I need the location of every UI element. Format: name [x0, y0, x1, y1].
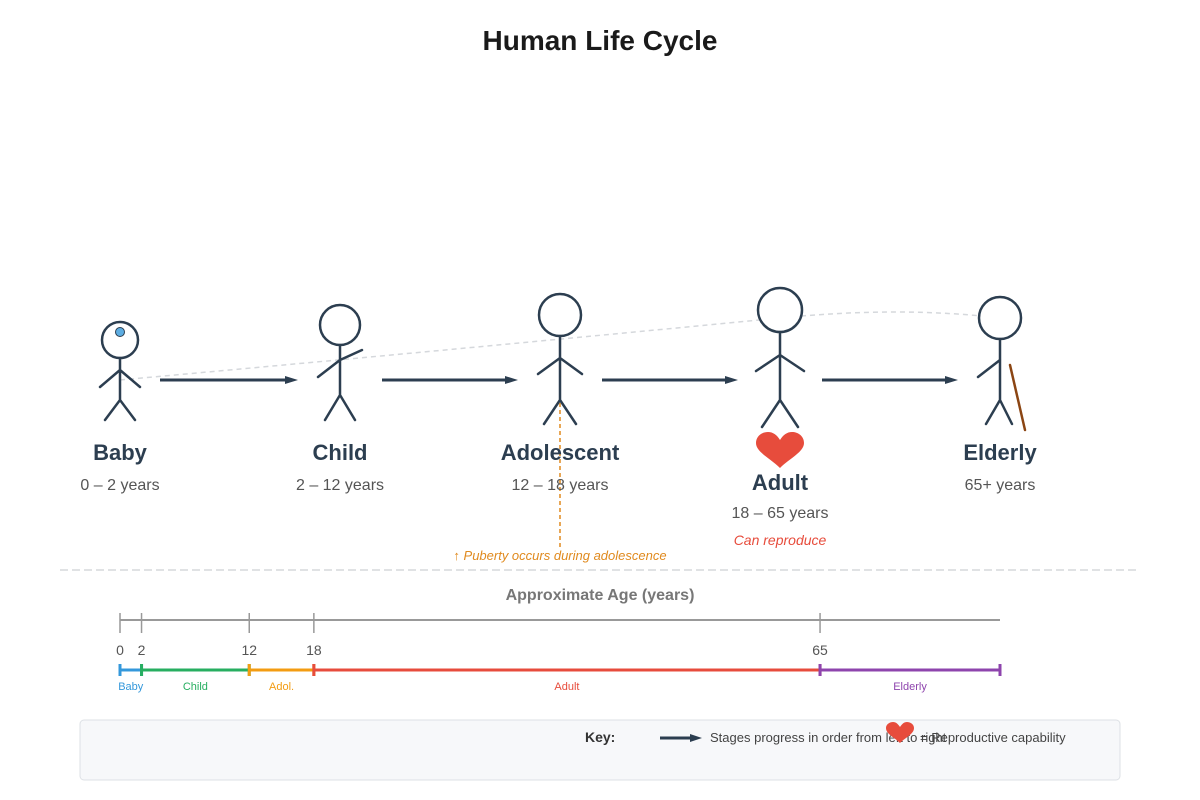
timeline-segment-label: Baby — [118, 681, 144, 693]
stage-name-child: Child — [313, 440, 368, 465]
page-title: Human Life Cycle — [483, 25, 718, 56]
key-title: Key: — [585, 729, 615, 745]
stage-timeline-bar: Baby Child Adol. Adult Elderly — [118, 664, 1002, 693]
age-tick-label: 65 — [812, 642, 828, 658]
right-arrow-icon — [602, 376, 738, 384]
stage-age-child: 2 – 12 years — [296, 477, 384, 494]
timeline-segment-label: Elderly — [893, 681, 927, 693]
stage-name-adult: Adult — [752, 470, 809, 495]
right-arrow-icon — [660, 734, 702, 742]
reproduce-note: Can reproduce — [734, 532, 827, 548]
walking-cane — [1008, 363, 1027, 432]
adolescent-head — [537, 292, 583, 338]
age-tick-label: 2 — [138, 642, 146, 658]
elderly-head — [977, 295, 1023, 341]
growth-curve — [119, 311, 1001, 381]
adult-figure — [754, 286, 806, 429]
stage-name-elderly: Elderly — [963, 440, 1037, 465]
heart-icon — [886, 722, 914, 743]
elderly-figure — [976, 295, 1027, 432]
right-arrow-icon — [822, 376, 958, 384]
timeline-title: Approximate Age (years) — [506, 587, 695, 604]
baby-figure — [98, 320, 142, 422]
timeline-segment-label: Adol. — [269, 681, 294, 693]
stage-name-adolescent: Adolescent — [501, 440, 620, 465]
baby-hair-tuft — [115, 327, 125, 337]
stage-age-elderly: 65+ years — [965, 477, 1036, 494]
stage-age-baby: 0 – 2 years — [80, 477, 159, 494]
stage-name-baby: Baby — [93, 440, 148, 465]
adolescent-figure — [536, 292, 584, 426]
heart-icon — [756, 432, 804, 468]
key-heart-text: = Reproductive capability — [920, 730, 1066, 745]
timeline-segment-label: Adult — [554, 681, 579, 693]
age-tick-label: 0 — [116, 642, 124, 658]
puberty-note: ↑ Puberty occurs during adolescence — [453, 548, 666, 563]
age-tick-label: 18 — [306, 642, 322, 658]
adult-head — [756, 286, 804, 334]
stage-age-adolescent: 12 – 18 years — [512, 477, 609, 494]
stage-age-adult: 18 – 65 years — [732, 505, 829, 522]
child-figure — [316, 303, 364, 422]
timeline-segment-label: Child — [183, 681, 208, 693]
key-box — [79, 719, 1121, 781]
child-head — [318, 303, 362, 347]
right-arrow-icon — [160, 376, 298, 384]
age-tick-label: 12 — [241, 642, 257, 658]
right-arrow-icon — [382, 376, 518, 384]
key-arrow-text: Stages progress in order from left to ri… — [710, 730, 947, 745]
